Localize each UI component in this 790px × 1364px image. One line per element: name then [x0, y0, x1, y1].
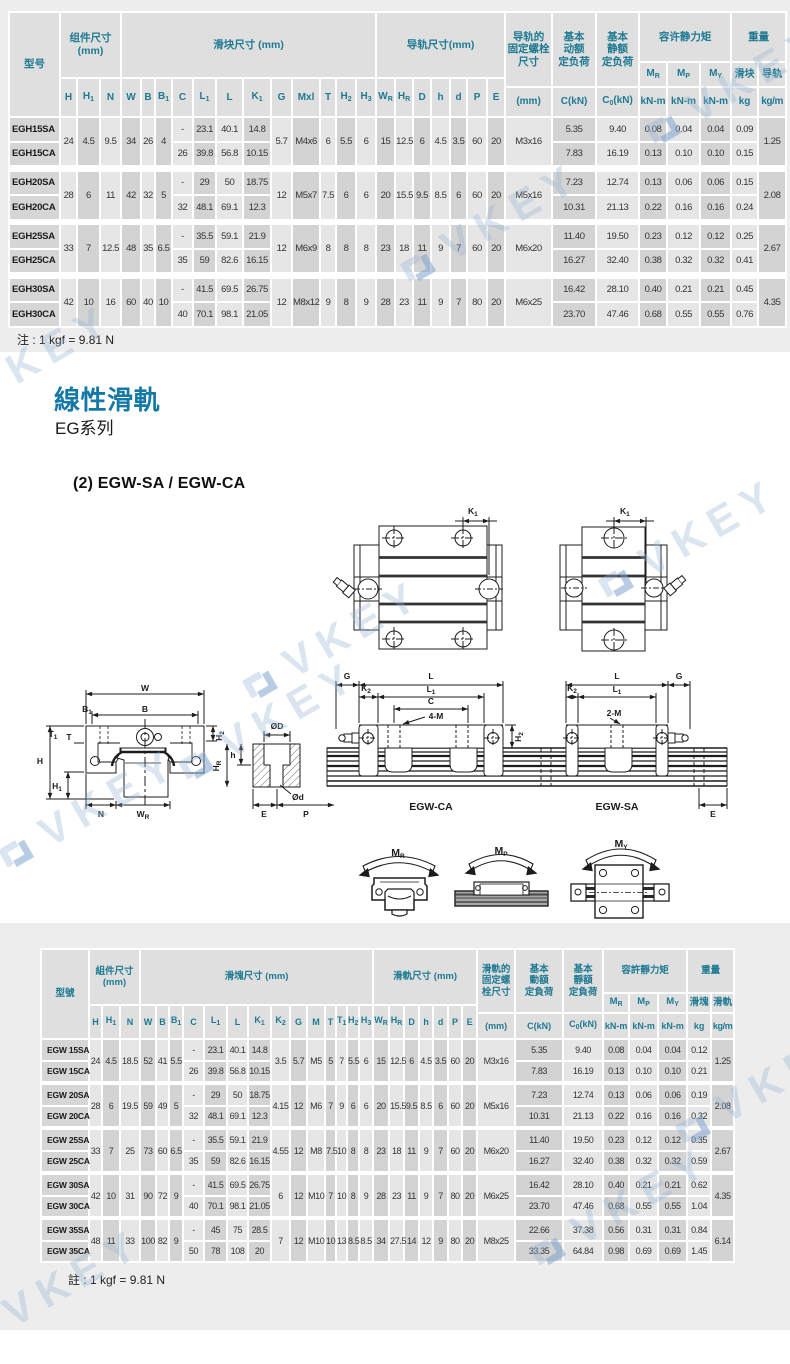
- svg-text:2-M: 2-M: [607, 708, 622, 718]
- svg-text:B: B: [142, 704, 148, 714]
- svg-text:T1: T1: [49, 729, 58, 741]
- svg-text:H2: H2: [513, 732, 525, 742]
- svg-text:K2: K2: [567, 683, 577, 695]
- svg-text:T: T: [66, 732, 72, 742]
- svg-text:MY: MY: [614, 838, 628, 851]
- svg-text:4-M: 4-M: [429, 711, 444, 721]
- svg-text:H2: H2: [214, 731, 226, 741]
- svg-text:W: W: [141, 683, 150, 693]
- svg-text:L: L: [428, 671, 433, 681]
- svg-text:G: G: [676, 671, 683, 681]
- svg-text:N: N: [98, 809, 104, 819]
- svg-text:H1: H1: [52, 781, 62, 793]
- svg-text:h: h: [230, 750, 235, 760]
- svg-text:L1: L1: [427, 684, 436, 696]
- svg-text:WR: WR: [137, 809, 150, 821]
- svg-text:MR: MR: [391, 847, 405, 860]
- svg-text:K1: K1: [620, 506, 630, 518]
- svg-text:K1: K1: [468, 506, 478, 518]
- svg-text:MP: MP: [494, 845, 508, 858]
- svg-text:L: L: [614, 671, 619, 681]
- svg-text:L1: L1: [613, 684, 622, 696]
- svg-text:B1: B1: [82, 704, 92, 716]
- svg-text:ØD: ØD: [271, 721, 284, 731]
- svg-text:EGW-SA: EGW-SA: [596, 801, 639, 813]
- svg-text:G: G: [344, 671, 351, 681]
- svg-text:C: C: [428, 696, 434, 706]
- svg-text:E: E: [261, 809, 267, 819]
- svg-text:HR: HR: [211, 760, 223, 771]
- svg-text:H: H: [37, 756, 43, 766]
- svg-text:K2: K2: [361, 683, 371, 695]
- svg-text:E: E: [710, 809, 716, 819]
- svg-text:P: P: [303, 809, 309, 819]
- svg-text:EGW-CA: EGW-CA: [409, 801, 453, 813]
- svg-text:Ød: Ød: [292, 792, 304, 802]
